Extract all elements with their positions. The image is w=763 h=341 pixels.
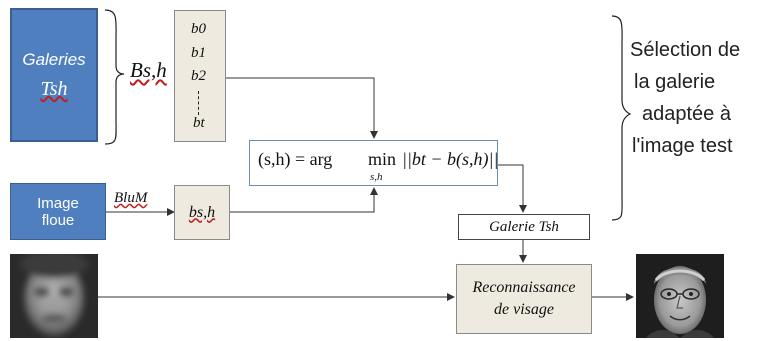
- selection-line-1: Sélection de: [630, 39, 741, 61]
- galleries-tsh-label: Tsh: [40, 77, 68, 100]
- formula-norm: ||bt − b(s,h)||: [402, 149, 499, 169]
- vector-item-b0: b0: [191, 21, 206, 37]
- argmin-formula-box: (s,h) = arg min s,h ||bt − b(s,h)||: [249, 140, 498, 186]
- selection-line-4: l'image test: [632, 135, 733, 157]
- formula-min: min: [368, 149, 397, 169]
- vector-item-bt: bt: [193, 115, 205, 131]
- selected-gallery-box: Galerie Tsh: [458, 214, 590, 240]
- vertical-ellipsis: [198, 91, 199, 115]
- recognized-face-image: [636, 254, 724, 338]
- blum-label: BluM: [114, 190, 148, 206]
- formula-lhs: (s,h) = arg: [258, 149, 333, 169]
- arrow-formula-to-gallery: [498, 164, 527, 213]
- galleries-box: Galeries Tsh: [10, 8, 98, 142]
- bsh-vector-box: bs,h: [174, 185, 230, 240]
- face-recognition-box: Reconnaissance de visage: [456, 264, 592, 334]
- bsh-set-label: Bs,h: [130, 58, 167, 82]
- bsh-vector-label: bs,h: [188, 203, 216, 221]
- arrow-list-to-formula: [226, 77, 378, 139]
- blurred-image-box: Image floue: [10, 183, 106, 240]
- galleries-label: Galeries: [22, 49, 86, 69]
- left-brace: [104, 9, 125, 145]
- vector-item-b2: b2: [191, 68, 206, 84]
- blurred-image-label-1: Image: [37, 194, 79, 212]
- blurred-image-label-2: floue: [41, 211, 75, 229]
- vector-item-b1: b1: [191, 45, 206, 61]
- vector-list-box: b0 b1 b2 bt: [174, 10, 226, 142]
- formula-subscript: s,h: [370, 171, 383, 183]
- selected-gallery-label: Galerie Tsh: [489, 218, 559, 235]
- arrow-bsh-to-formula: [230, 187, 378, 213]
- recognition-label-2: de visage: [494, 301, 554, 318]
- selection-caption: Sélection de la galerie adaptée à l'imag…: [630, 34, 760, 162]
- recognition-label-1: Reconnaissance: [472, 279, 576, 296]
- selection-line-3: adaptée à: [642, 103, 731, 125]
- blurred-face-image: [10, 254, 98, 338]
- right-brace: [611, 15, 632, 221]
- selection-line-2: la galerie: [634, 71, 716, 93]
